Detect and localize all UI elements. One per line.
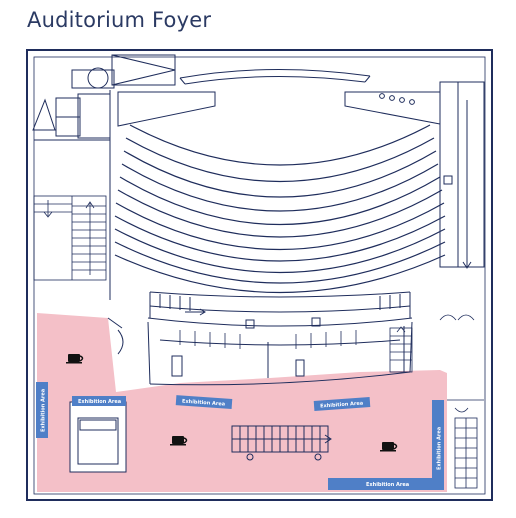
svg-text:Exhibition Area: Exhibition Area [78,399,121,405]
right-mid-staircase [389,314,475,373]
svg-text:Exhibition Area: Exhibition Area [366,482,409,488]
svg-text:Exhibition Area: Exhibition Area [41,389,47,432]
exhibition-label: Exhibition Area [313,397,371,411]
stage [179,69,371,85]
left-staircase [33,195,107,281]
foyer-area [37,313,447,492]
coffee-cup-icon [170,436,188,446]
side-wedges [117,91,441,127]
svg-text:Exhibition Area: Exhibition Area [320,401,363,410]
exhibition-label: Exhibition Area [328,478,444,490]
page-title: Auditorium Foyer [27,8,212,32]
bottom-right-staircase [447,399,484,489]
lobby-structure [107,291,413,386]
foyer-room [69,401,127,473]
foyer-ramp [231,425,332,461]
exhibition-label: Exhibition Area [72,396,126,406]
right-corridor [439,81,485,269]
exhibition-label: Exhibition Area [175,395,233,410]
outer-wall [26,49,493,501]
coffee-cup-icon [66,354,84,364]
seating-rows [114,124,446,293]
exhibition-label: Exhibition Area [36,382,48,438]
coffee-cup-icon [380,442,398,452]
svg-text:Exhibition Area: Exhibition Area [437,427,443,470]
service-rooms [32,54,176,300]
exhibition-label: Exhibition Area [432,400,444,482]
svg-text:Exhibition Area: Exhibition Area [182,399,225,408]
